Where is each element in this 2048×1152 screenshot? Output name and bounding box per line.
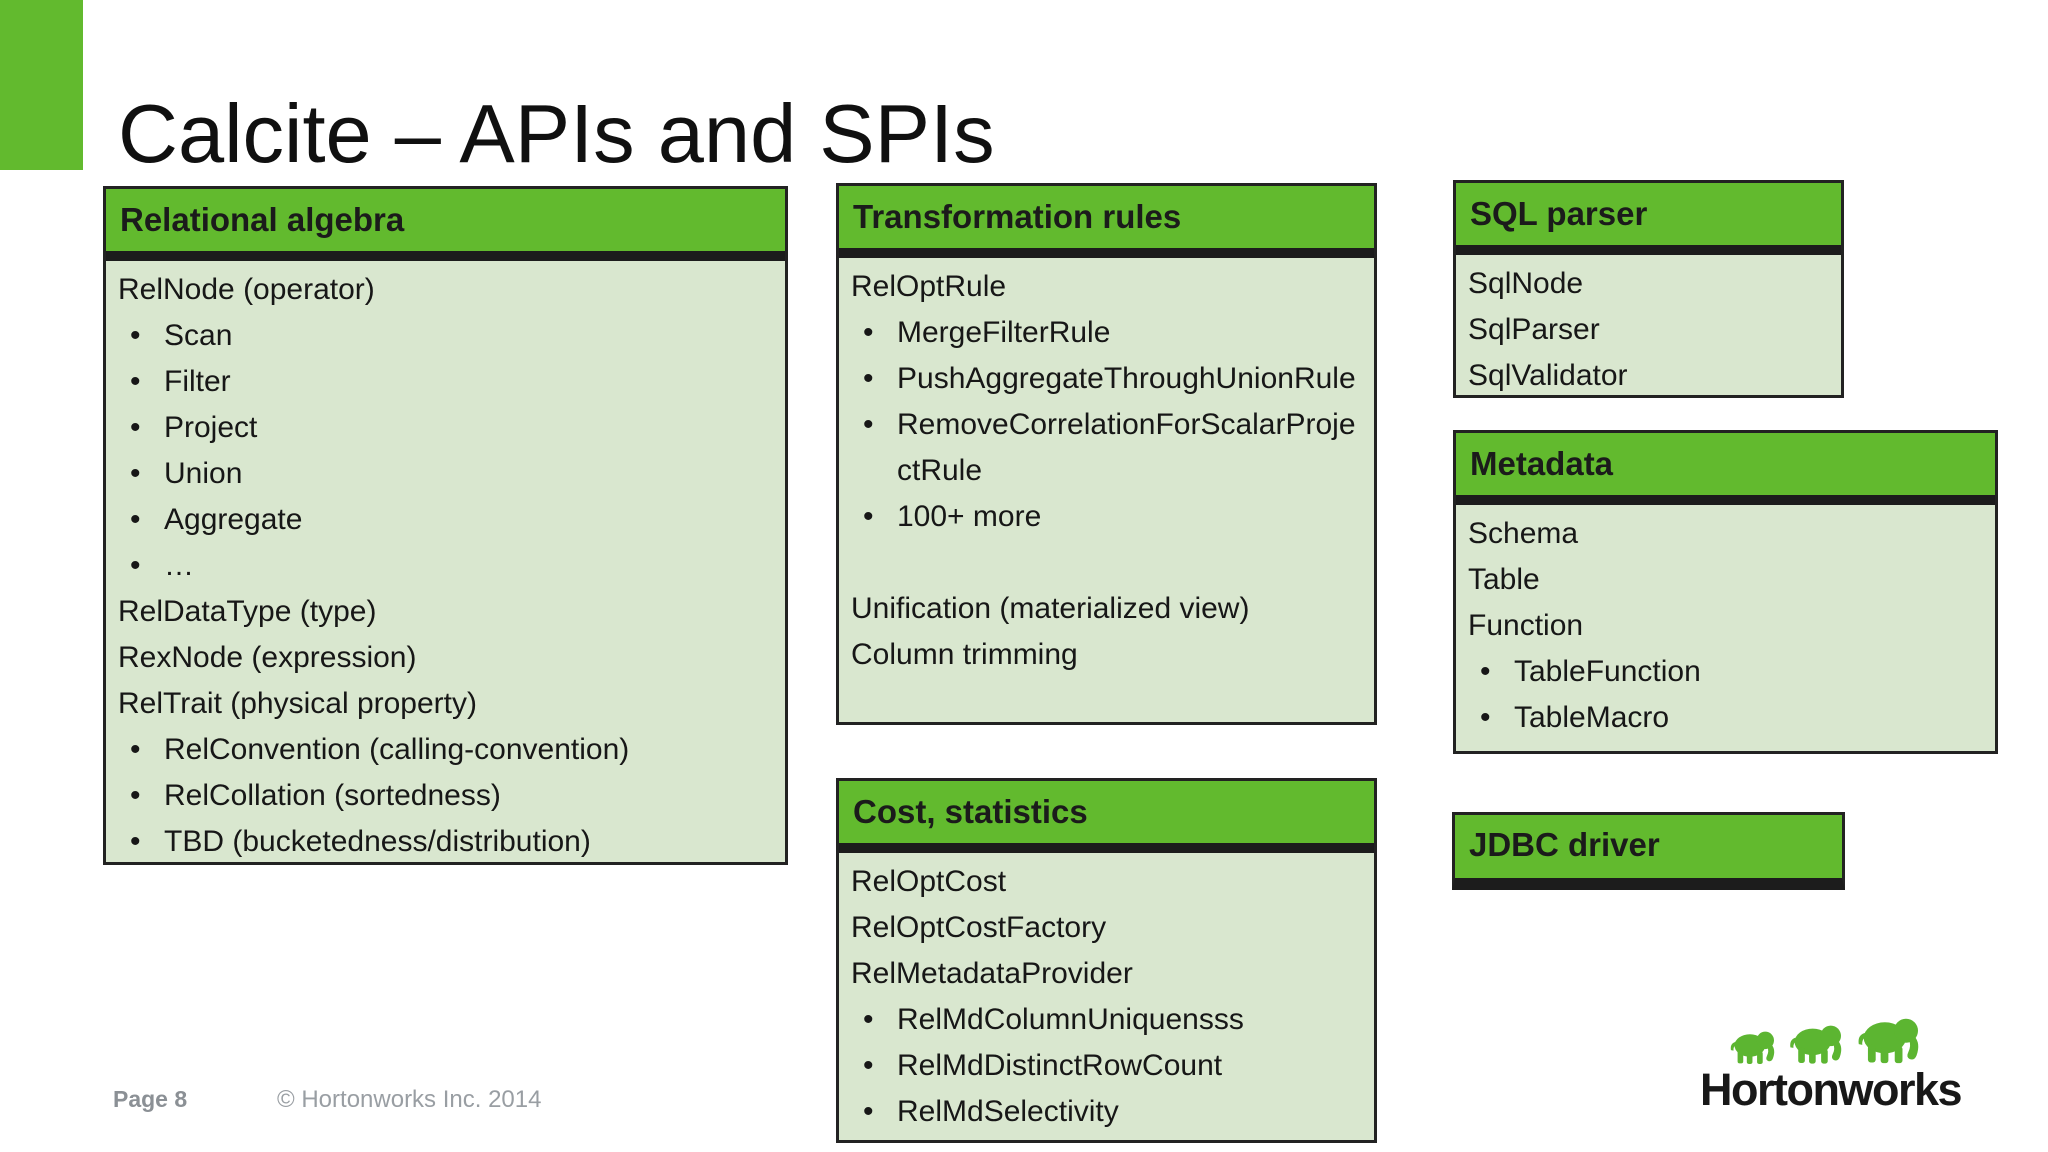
list-item: RelNode (operator) [118,273,375,306]
hortonworks-logo: Hortonworks [1700,1010,1963,1120]
panel-relational-algebra: Relational algebra RelNode (operator) Sc… [103,186,788,865]
list-item: Filter [114,359,779,405]
list-item: TableMacro [1464,695,1989,741]
list-item: RelMdSelectivity [847,1089,1368,1135]
list-item: Function [1468,609,1584,642]
slide-accent-bar [0,0,83,170]
copyright-text: © Hortonworks Inc. 2014 [277,1086,542,1113]
page-title: Calcite – APIs and SPIs [118,86,995,180]
panel-transformation-rules-title: Transformation rules [839,186,1374,258]
list-item: 100+ more [847,494,1368,540]
list-item: MergeFilterRule [847,310,1368,356]
panel-metadata-body: Schema Table Function TableFunction Tabl… [1456,505,1995,741]
list-item: Table [1468,563,1540,596]
panel-cost-statistics-title: Cost, statistics [839,781,1374,853]
list-item: Unification (materialized view) [851,592,1250,625]
panel-cost-statistics-body: RelOptCost RelOptCostFactory RelMetadata… [839,853,1374,1135]
list-item: SqlValidator [1468,359,1628,392]
list-item: RexNode (expression) [118,641,417,674]
list-item: SqlParser [1468,313,1600,346]
hortonworks-logo-text: Hortonworks [1700,1064,1963,1115]
list-item: RelOptCost [851,865,1007,898]
list-item: Aggregate [114,497,779,543]
list-item: RelDataType (type) [118,595,377,628]
panel-cost-statistics: Cost, statistics RelOptCost RelOptCostFa… [836,778,1377,1143]
list-item: RelCollation (sortedness) [114,773,779,819]
panel-transformation-rules: Transformation rules RelOptRule MergeFil… [836,183,1377,725]
list-item: Union [114,451,779,497]
list-item: SqlNode [1468,267,1584,300]
panel-transformation-rules-body: RelOptRule MergeFilterRule PushAggregate… [839,258,1374,678]
list-item: TableFunction [1464,649,1989,695]
list-item: Project [114,405,779,451]
list-item: Column trimming [851,638,1078,671]
list-item: RelMetadataProvider [851,957,1133,990]
panel-sql-parser-title: SQL parser [1456,183,1841,255]
panel-jdbc-driver: JDBC driver [1452,812,1845,890]
panel-relational-algebra-title: Relational algebra [106,189,785,261]
hortonworks-elephants-icon [1728,1010,1950,1066]
list-item: RelTrait (physical property) [118,687,477,720]
list-item: RelOptRule [851,270,1007,303]
panel-metadata: Metadata Schema Table Function TableFunc… [1453,430,1998,754]
list-item: RemoveCorrelationForScalarProjectRule [847,402,1368,494]
panel-relational-algebra-body: RelNode (operator) Scan Filter Project U… [106,261,785,865]
panel-sql-parser: SQL parser SqlNode SqlParser SqlValidato… [1453,180,1844,398]
page-number: Page 8 [113,1086,188,1112]
panel-metadata-title: Metadata [1456,433,1995,505]
panel-sql-parser-body: SqlNode SqlParser SqlValidator [1456,255,1841,399]
list-item: RelConvention (calling-convention) [114,727,779,773]
list-item: RelMdColumnUniquensss [847,997,1368,1043]
list-item: TBD (bucketedness/distribution) [114,819,779,865]
list-item: Schema [1468,517,1579,550]
list-item: PushAggregateThroughUnionRule [847,356,1368,402]
list-item: … [114,543,779,589]
list-item: RelOptCostFactory [851,911,1107,944]
list-item [847,540,1368,586]
panel-jdbc-driver-title: JDBC driver [1469,826,1660,863]
list-item: RelMdDistinctRowCount [847,1043,1368,1089]
list-item: Scan [114,313,779,359]
